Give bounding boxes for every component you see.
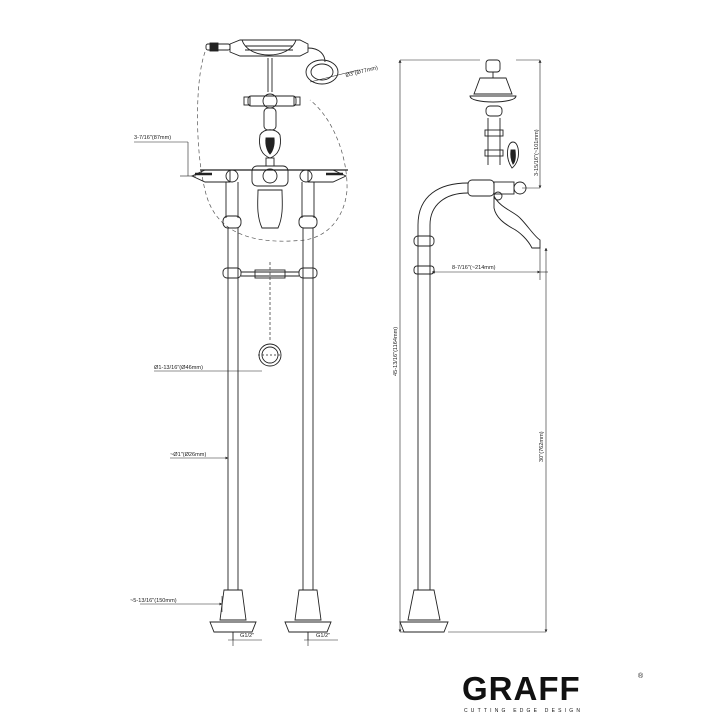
diverter — [243, 93, 301, 131]
brand-logo: GRAFF ® CUTTING EDGE DESIGN — [462, 670, 644, 714]
dim-inlet-right: G1/2" — [316, 633, 330, 639]
right-base — [284, 589, 332, 640]
dim-handshower-diameter: Ø3"(Ø77mm) — [345, 65, 379, 79]
side-view — [398, 59, 548, 633]
dim-hanger-ring-diameter: Ø1-13/16"(Ø46mm) — [154, 365, 203, 371]
side-handshower — [469, 59, 517, 103]
mixer-body — [190, 165, 348, 229]
left-base — [209, 589, 257, 640]
side-gooseneck-riser — [413, 182, 469, 590]
right-riser — [298, 182, 318, 590]
hose-outline — [197, 51, 348, 242]
diverter-handle — [259, 129, 281, 167]
side-dimension-lines — [398, 59, 548, 633]
dim-spout-reach: 8-7/16"(~214mm) — [452, 265, 496, 271]
handshower-cradle — [205, 39, 339, 92]
front-dimension-lines — [134, 69, 359, 646]
brand-name: GRAFF — [462, 670, 581, 707]
dim-base-spacing: ~5-13/16"(150mm) — [130, 598, 177, 604]
brand-registered-mark: ® — [638, 672, 644, 680]
front-view — [134, 39, 359, 646]
dim-handle-height-front: 3-7/16"(87mm) — [134, 135, 171, 141]
dim-riser-diameter: ~Ø1"(Ø26mm) — [170, 452, 206, 458]
side-base — [399, 589, 449, 633]
dim-inlet-left: G1/2" — [240, 633, 254, 639]
left-riser — [222, 182, 242, 590]
dim-handle-height-side: 3-15/16"(~101mm) — [534, 129, 540, 176]
side-column — [484, 105, 519, 169]
brand-tagline: CUTTING EDGE DESIGN — [464, 708, 583, 714]
side-spout — [467, 179, 541, 249]
hanger-bar — [241, 262, 299, 367]
dim-overall-height: 45-13/16"(1164mm) — [393, 327, 399, 376]
dimension-labels: Ø3"(Ø77mm) 3-7/16"(87mm) Ø1-13/16"(Ø46mm… — [130, 65, 545, 639]
dim-spout-height: 30"(762mm) — [539, 431, 545, 462]
